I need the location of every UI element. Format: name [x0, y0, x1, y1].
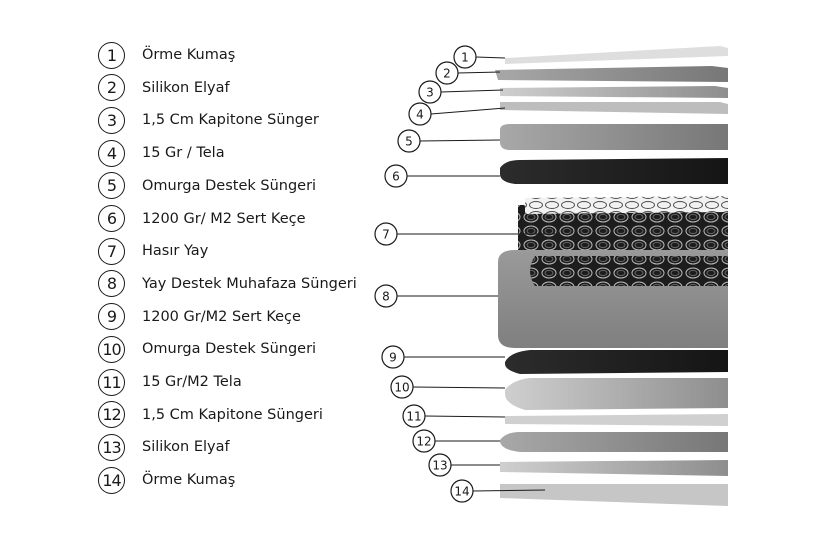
callout-number: 7	[382, 228, 390, 242]
callout-number: 13	[432, 459, 447, 473]
callout-leader-line	[431, 108, 505, 114]
layer-13-silicone-fiber	[500, 460, 728, 476]
layer-1-knit-fabric	[505, 46, 728, 64]
callout-number: 9	[389, 351, 397, 365]
callout-leader-line	[413, 387, 505, 388]
layer-3-quilted-foam	[500, 86, 728, 98]
callout-leader-line	[425, 416, 505, 417]
layer-14-knit-fabric	[500, 484, 728, 506]
layer-8-inner-opening	[530, 256, 728, 286]
callout-number: 1	[461, 51, 469, 65]
layer-7-spring-top	[525, 196, 728, 214]
layer-4-tela	[500, 102, 728, 114]
layer-6-felt	[500, 158, 728, 184]
callout-leader-line	[458, 72, 500, 73]
callout-number: 8	[382, 290, 390, 304]
callout-number: 11	[406, 410, 421, 424]
callout-number: 10	[394, 381, 409, 395]
callout-number: 12	[416, 435, 431, 449]
layer-5-spine-support-foam	[500, 124, 728, 150]
layer-2-silicone-fiber	[495, 66, 728, 82]
callout-number: 3	[426, 86, 434, 100]
callout-leader-line	[441, 90, 503, 92]
layer-10-spine-support-foam	[505, 378, 728, 410]
callout-leader-line	[420, 140, 500, 141]
layer-9-felt	[505, 350, 728, 374]
callout-number: 6	[392, 170, 400, 184]
callout-number: 4	[416, 108, 424, 122]
layer-11-tela	[505, 414, 728, 426]
layer-12-quilted-foam	[500, 432, 728, 452]
callout-leader-line	[476, 57, 505, 58]
callout-number: 5	[405, 135, 413, 149]
callout-number: 2	[443, 67, 451, 81]
callout-number: 14	[454, 485, 469, 499]
